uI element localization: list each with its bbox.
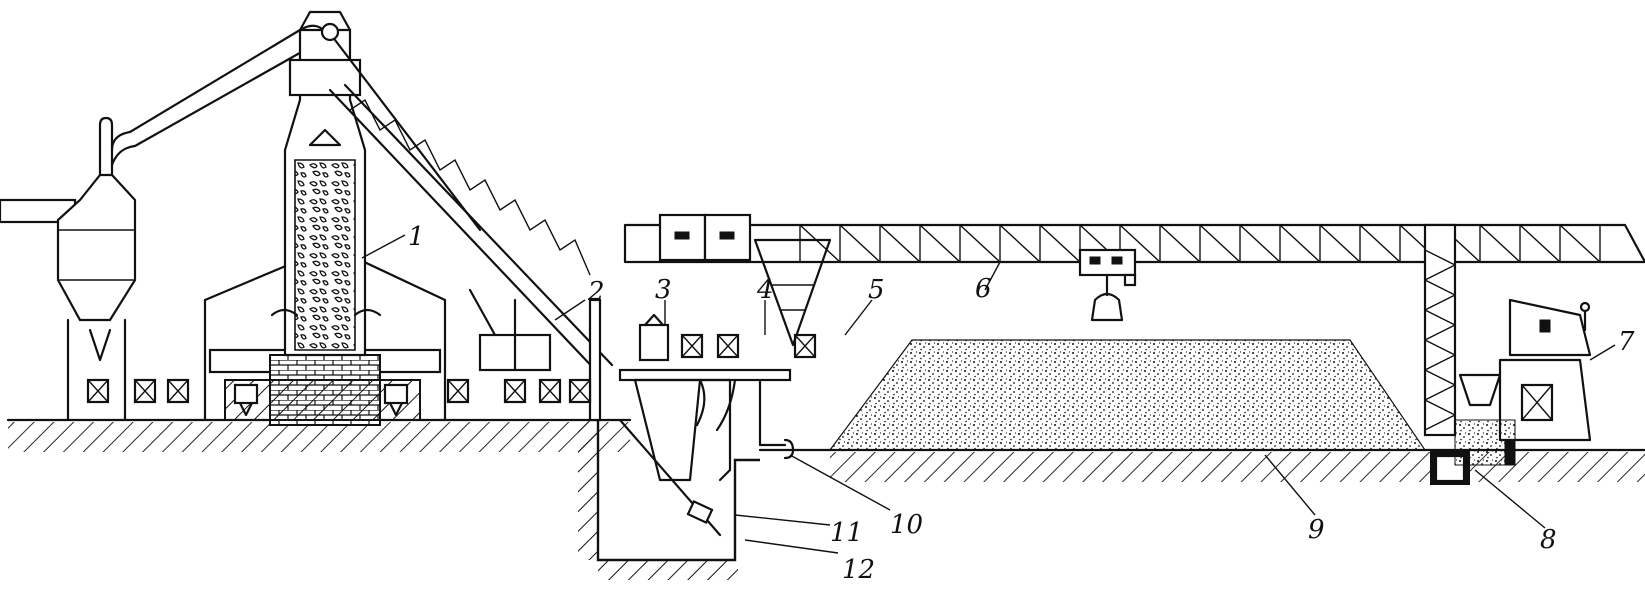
furnace-building [203, 258, 447, 426]
callout-labels: 1 2 3 4 5 6 7 8 9 10 11 12 [408, 222, 1635, 585]
ground [6, 418, 1645, 482]
callout-2: 2 [587, 277, 605, 307]
callout-12: 12 [842, 555, 875, 585]
callout-8: 8 [1540, 525, 1557, 555]
callout-11: 11 [830, 518, 863, 548]
callout-4: 4 [756, 275, 774, 305]
gantry-bridge [623, 213, 1645, 347]
leader-lines [361, 234, 1616, 554]
callout-5: 5 [868, 275, 885, 305]
callout-1: 1 [408, 222, 425, 252]
excavator-loader [1454, 298, 1592, 466]
car-box [166, 378, 190, 404]
callout-9: 9 [1308, 515, 1325, 545]
callout-7: 7 [1618, 327, 1635, 357]
callout-3: 3 [655, 275, 672, 305]
callout-6: 6 [975, 274, 992, 304]
ground-cars-left [133, 378, 592, 404]
car-box [133, 378, 157, 404]
skip-hoist [328, 38, 614, 422]
crane-leg [1423, 223, 1470, 485]
stockpile [828, 339, 1427, 451]
callout-10: 10 [890, 510, 923, 540]
car-box [503, 378, 527, 404]
car-box [538, 378, 562, 404]
car-box [446, 378, 470, 404]
furnace-shaft [270, 10, 382, 357]
receiving-pit [578, 313, 817, 580]
car-box [568, 378, 592, 404]
